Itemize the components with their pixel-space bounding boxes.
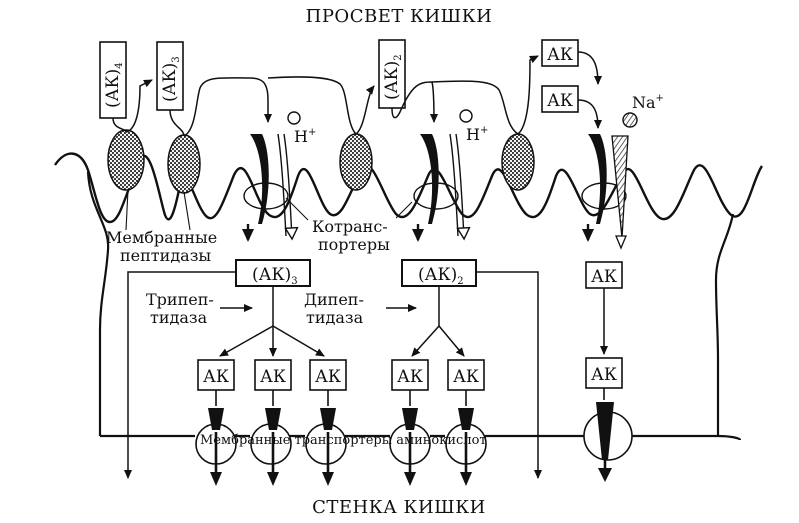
ak-to-na-transporter-arrow-1 — [577, 51, 602, 85]
svg-text:(АК)2: (АК)2 — [382, 54, 404, 100]
free-ak-box-4: АК — [391, 359, 429, 391]
membrane-peptidase-2 — [167, 134, 201, 194]
free-ak-box-2: АК — [254, 359, 292, 391]
h-ion-1: H+ — [287, 111, 316, 146]
svg-text:(АК)2: (АК)2 — [418, 265, 464, 287]
peptidase3-to-ak2-arrow — [355, 85, 375, 135]
apical-membrane — [54, 152, 764, 224]
cotransporter-pointer-1 — [285, 197, 309, 221]
na-cotransporter — [581, 134, 629, 250]
lumen-ak-box-1: АК — [541, 39, 579, 67]
di-branch-left — [411, 325, 440, 357]
free-ak-box-1: АК — [197, 359, 235, 391]
cotransporter-2 — [412, 133, 464, 242]
svg-text:H+: H+ — [294, 127, 316, 146]
membrane-peptidase-4 — [501, 133, 535, 191]
ak4-to-peptidase-line — [112, 117, 127, 133]
membrane-peptidase-3 — [339, 133, 373, 191]
basal-transporter-1 — [195, 390, 237, 486]
basal-transporter-na — [583, 388, 633, 482]
lumen-ak-box-2: АК — [541, 85, 579, 113]
svg-text:АК: АК — [397, 367, 423, 387]
tripeptidase-label-1: Трипеп- — [146, 290, 214, 309]
svg-text:(АК)3: (АК)3 — [252, 265, 298, 287]
peptidase1-to-ak3-arrow — [125, 79, 153, 133]
tripeptide-exit-arrow — [124, 271, 236, 479]
svg-text:АК: АК — [547, 91, 573, 111]
peptidase2-to-tripeptide-arrow — [183, 77, 272, 137]
dipeptidase-label-2: тидаза — [306, 308, 364, 327]
left-lateral-membrane — [86, 171, 110, 436]
peptidase-pointer-2 — [183, 191, 191, 231]
ak-to-na-transporter-arrow-2 — [577, 99, 602, 129]
cotransporter-pointer-2 — [395, 201, 413, 219]
basal-transporter-4 — [389, 390, 431, 486]
cell-tripeptide-box: (АК)3 — [235, 259, 311, 287]
svg-text:АК: АК — [547, 45, 573, 65]
basal-transporter-2 — [250, 390, 292, 486]
svg-text:АК: АК — [453, 367, 479, 387]
tripeptidase-label-2: тидаза — [150, 308, 208, 327]
di-branch-right — [438, 325, 465, 357]
svg-text:АК: АК — [203, 367, 229, 387]
free-ak-box-3: АК — [309, 359, 347, 391]
tripeptide-to-peptidase3-line — [267, 76, 357, 135]
cell-ak-box-na: АК — [585, 261, 623, 289]
svg-text:(АК)3: (АК)3 — [160, 56, 182, 102]
cotransporters-label-1: Котранс- — [312, 217, 388, 236]
lumen-peptide-ak4: (АК)4 — [99, 41, 127, 119]
dipeptide-exit-arrow — [476, 271, 542, 479]
ak2-to-peptidase-line — [391, 81, 438, 123]
lumen-title: ПРОСВЕТ КИШКИ — [306, 6, 493, 27]
membrane-peptidase-1 — [107, 129, 145, 191]
cell-dipeptide-box: (АК)2 — [401, 259, 477, 287]
basal-transporter-3 — [305, 390, 347, 486]
svg-text:(АК)4: (АК)4 — [103, 62, 125, 108]
cotransporters-label-2: портеры — [318, 235, 390, 254]
lumen-peptide-ak2: (АК)2 — [378, 39, 406, 109]
svg-text:H+: H+ — [466, 125, 488, 144]
na-ion: Na+ — [622, 93, 664, 128]
tri-branch-right — [272, 325, 325, 357]
dipeptide-to-peptidase4-line — [431, 80, 519, 135]
cotransporter-1 — [242, 133, 292, 242]
dipeptidase-label-1: Дипеп- — [304, 290, 364, 309]
membrane-peptidases-label-2: пептидазы — [120, 246, 211, 265]
ak3-to-peptidase-line — [169, 109, 185, 137]
svg-text:Na+: Na+ — [632, 93, 664, 112]
wall-title: СТЕНКА КИШКИ — [312, 497, 486, 518]
free-ak-box-6: АК — [585, 357, 623, 389]
svg-text:АК: АК — [591, 365, 617, 385]
basal-membrane — [100, 434, 742, 441]
h-ion-2: H+ — [459, 109, 488, 144]
basal-transporter-5 — [445, 390, 487, 486]
right-lateral-membrane — [714, 213, 735, 436]
svg-text:АК: АК — [260, 367, 286, 387]
free-ak-box-5: АК — [447, 359, 485, 391]
svg-text:АК: АК — [315, 367, 341, 387]
basal-transporters-label: Мембранные транспортеры аминокислот — [200, 433, 487, 448]
peptidase4-to-ak-arrow — [517, 55, 539, 135]
membrane-peptidases-label-1: Мембранные — [106, 228, 217, 247]
tri-branch-left — [219, 325, 274, 357]
svg-text:АК: АК — [591, 267, 617, 287]
lumen-peptide-ak3: (АК)3 — [156, 41, 184, 111]
peptidase-pointer-1 — [125, 189, 129, 231]
